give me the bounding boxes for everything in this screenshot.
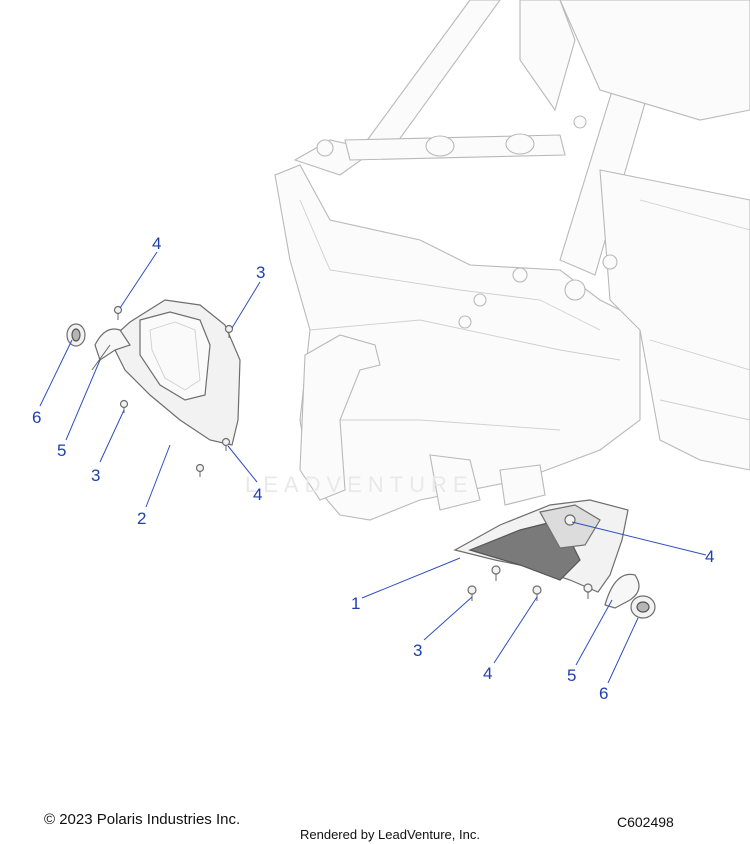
callout-1: 1 xyxy=(351,594,360,613)
screw-icon xyxy=(532,585,542,601)
left-panel-assembly xyxy=(66,299,241,477)
callout-6-right: 6 xyxy=(599,684,608,703)
callout-4-top-left: 4 xyxy=(152,234,161,253)
callout-5-right: 5 xyxy=(567,666,576,685)
callout-3-top: 3 xyxy=(256,263,265,282)
copyright-text: © 2023 Polaris Industries Inc. xyxy=(44,811,241,828)
screw-icon xyxy=(224,324,234,338)
screw-icon xyxy=(583,583,593,599)
callout-3-bottom: 3 xyxy=(413,641,422,660)
screw-icon xyxy=(113,305,123,320)
callout-labels: 4 3 6 5 3 2 4 4 1 3 4 5 6 xyxy=(32,234,714,703)
screw-icon xyxy=(195,463,205,477)
callout-3-left: 3 xyxy=(91,466,100,485)
callout-2: 2 xyxy=(137,509,146,528)
vehicle-frame xyxy=(274,0,750,521)
callout-4-mid: 4 xyxy=(253,485,262,504)
rendered-by-text: Rendered by LeadVenture, Inc. xyxy=(300,827,480,842)
screw-icon xyxy=(467,585,477,601)
callout-6-left: 6 xyxy=(32,408,41,427)
watermark: LEADVENTURE xyxy=(245,472,474,497)
diagram-code: C602498 xyxy=(617,814,674,830)
screw-icon xyxy=(221,437,231,451)
callout-5-left: 5 xyxy=(57,441,66,460)
callout-4-right: 4 xyxy=(705,547,714,566)
screw-icon xyxy=(491,565,501,581)
right-panel-assembly xyxy=(453,499,656,619)
leader-lines xyxy=(39,251,707,684)
callout-4-bottom: 4 xyxy=(483,664,492,683)
